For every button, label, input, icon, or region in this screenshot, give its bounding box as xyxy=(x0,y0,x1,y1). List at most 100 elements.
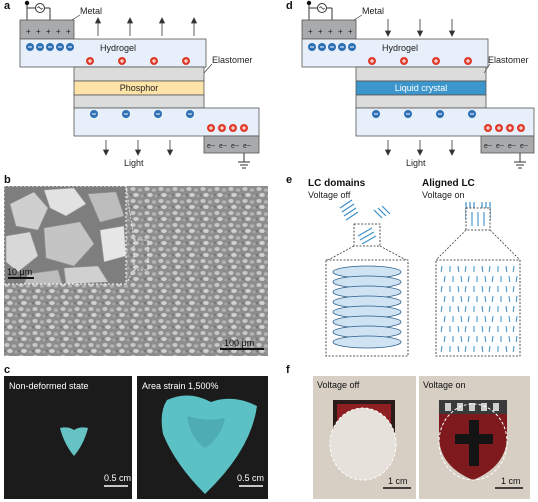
ground-icon xyxy=(514,153,526,169)
aligned-lc-dash xyxy=(443,275,446,283)
aligned-lc-dash xyxy=(440,345,443,353)
phosphor-label: Phosphor xyxy=(120,83,159,93)
aligned-lc-dash xyxy=(464,305,467,313)
svg-text:e−: e− xyxy=(496,143,504,150)
aligned-lc-dash xyxy=(512,305,515,313)
shield-voltage-off xyxy=(313,376,416,499)
electron-labels: e− e− e− e− xyxy=(207,143,251,150)
svg-text:+: + xyxy=(46,27,51,36)
aligned-lc-dash xyxy=(481,305,484,313)
hydrogel-label: Hydrogel xyxy=(100,43,136,53)
caption-voltage-off: Voltage off xyxy=(317,380,360,390)
aligned-lc-dash xyxy=(491,295,494,303)
photo-voltage-on: Voltage on 1 cm xyxy=(419,376,530,499)
metal-label: Metal xyxy=(80,6,102,16)
caption-area-strain: Area strain 1,500% xyxy=(142,381,219,391)
positive-charges-bottom xyxy=(207,124,248,132)
negative-charges-bottom xyxy=(372,110,476,118)
aligned-lc-dash xyxy=(467,335,470,343)
panel-label-a: a xyxy=(4,0,11,12)
aligned-frame xyxy=(435,259,521,357)
metal-bottom-electrode xyxy=(203,135,260,154)
aligned-lc-dash xyxy=(508,295,511,303)
metal-label: Metal xyxy=(362,6,384,16)
large-glowing-heart xyxy=(161,395,263,494)
photo-area-strain: Area strain 1,500% 0.5 cm xyxy=(137,376,268,499)
light-label: Light xyxy=(124,158,144,168)
aligned-lc-dash xyxy=(508,315,511,323)
aligned-lc-dash xyxy=(481,345,484,353)
caption-non-deformed: Non-deformed state xyxy=(9,381,89,391)
elastomer-layer-bottom xyxy=(73,94,205,109)
light-label: Light xyxy=(406,158,426,168)
panel-label-e: e xyxy=(286,174,293,186)
aligned-lc-dash xyxy=(505,325,508,333)
hydrogel-label: Hydrogel xyxy=(382,43,418,53)
aligned-lc-dash xyxy=(484,295,487,303)
svg-text:e−: e− xyxy=(484,143,492,150)
aligned-lc-dash xyxy=(484,275,487,283)
aligned-lc-dash xyxy=(512,285,515,293)
aligned-lc-dash xyxy=(488,305,491,313)
sem-inset xyxy=(4,186,127,285)
random-lc-domains xyxy=(339,199,391,221)
aligned-lc-dash xyxy=(491,335,494,343)
domain-zoom-box xyxy=(353,223,381,247)
panel-label-f: f xyxy=(286,364,290,376)
ground-icon xyxy=(238,153,250,169)
aligned-lc-dash xyxy=(491,315,494,323)
hydrogel-bottom-layer xyxy=(355,107,535,137)
scale-label-c-left: 0.5 cm xyxy=(104,473,132,483)
aligned-lc-dash xyxy=(457,325,460,333)
aligned-lc-dash xyxy=(457,345,460,353)
elastomer-layer-top xyxy=(355,66,487,82)
aligned-lc-dash xyxy=(508,275,511,283)
panel-a-diagram: + + + + + Metal Hydrogel Phosphor Elasto… xyxy=(19,0,260,169)
aligned-lc-dash xyxy=(512,345,515,353)
aligned-lc-dash xyxy=(512,265,515,273)
panel-label-c: c xyxy=(4,364,11,376)
elastomer-layer-bottom xyxy=(355,94,487,109)
aligned-lc-dash xyxy=(443,335,446,343)
panel-e-diagram: LC domains Voltage off Aligned LC Voltag… xyxy=(308,178,521,357)
scale-label-main: 100 μm xyxy=(224,338,255,348)
aligned-lc-dash xyxy=(440,265,443,273)
aligned-lc-field xyxy=(440,265,518,353)
positive-charges-top xyxy=(368,57,472,65)
svg-text:e−: e− xyxy=(243,143,251,150)
svg-text:+: + xyxy=(308,27,313,36)
aligned-lc-dash xyxy=(505,265,508,273)
aligned-lc-dash xyxy=(481,325,484,333)
sem-zoom-box xyxy=(133,239,149,271)
metal-plus-charges: + + + + + xyxy=(308,27,353,36)
photo-voltage-off: Voltage off 1 cm xyxy=(313,376,416,499)
negative-charges-bottom xyxy=(90,110,194,118)
aligned-lc-dash xyxy=(488,285,491,293)
svg-text:+: + xyxy=(56,27,61,36)
aligned-lc-dash xyxy=(467,315,470,323)
light-arrows xyxy=(102,140,174,156)
hydrogel-bottom-layer xyxy=(73,107,260,137)
svg-text:e−: e− xyxy=(231,143,239,150)
aligned-lc-dash xyxy=(467,295,470,303)
aligned-lc-dash xyxy=(464,285,467,293)
light-arrows xyxy=(384,140,456,156)
positive-charges-top xyxy=(86,57,190,65)
aligned-lc-dash xyxy=(515,295,518,303)
aligned-lc-dash xyxy=(440,325,443,333)
caption-voltage-on: Voltage on xyxy=(423,380,466,390)
aligned-lc-dash xyxy=(460,295,463,303)
aligned-lc-dash xyxy=(440,285,443,293)
negative-charges-top xyxy=(308,43,356,51)
lc-domains-subtitle: Voltage off xyxy=(308,190,351,200)
aligned-lc-dash xyxy=(515,315,518,323)
positive-charges-bottom xyxy=(484,124,525,132)
aligned-lc-dash xyxy=(508,335,511,343)
elastomer-layer-top xyxy=(73,66,205,82)
scale-label-inset: 10 μm xyxy=(7,267,33,277)
svg-text:+: + xyxy=(66,27,71,36)
aligned-lc-dash xyxy=(464,265,467,273)
aligned-lc-dash xyxy=(505,305,508,313)
aligned-lc-dash xyxy=(443,315,446,323)
aligned-lc-title: Aligned LC xyxy=(422,178,475,189)
